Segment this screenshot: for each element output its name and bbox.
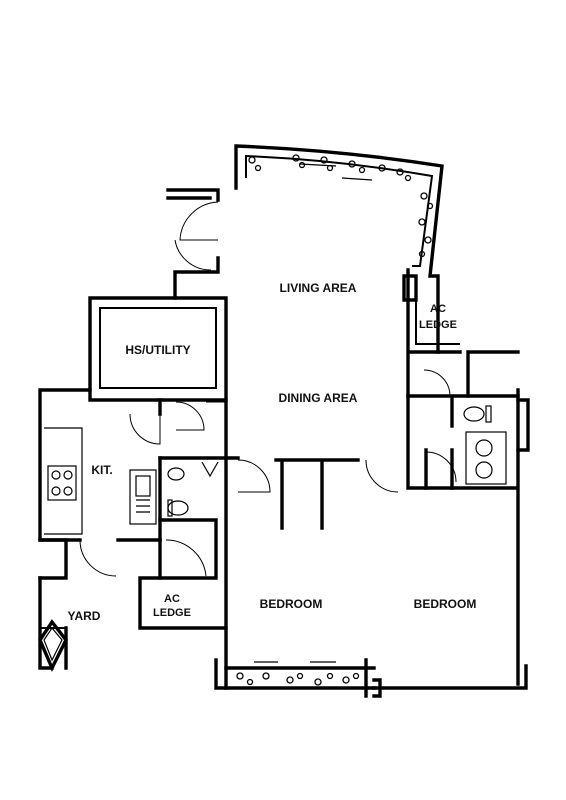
- label-ac-ledge-right-line2: LEDGE: [419, 319, 457, 331]
- label-ac-ledge-left-line1: AC: [164, 593, 180, 605]
- label-dining-area: DINING AREA: [279, 391, 358, 405]
- label-hs-utility: HS/UTILITY: [125, 343, 190, 357]
- label-ac-ledge-right-line1: AC: [430, 303, 446, 315]
- fixtures: [44, 163, 507, 663]
- door-swings: [79, 201, 457, 577]
- label-living-area: LIVING AREA: [280, 281, 357, 295]
- label-bedroom-right: BEDROOM: [414, 597, 477, 611]
- label-bedroom-left: BEDROOM: [260, 597, 323, 611]
- label-yard: YARD: [68, 609, 101, 623]
- label-kitchen: KIT.: [91, 463, 112, 477]
- planter-shrubs: [236, 154, 434, 686]
- outer-walls: [38, 144, 530, 698]
- label-ac-ledge-left-line2: LEDGE: [153, 607, 191, 619]
